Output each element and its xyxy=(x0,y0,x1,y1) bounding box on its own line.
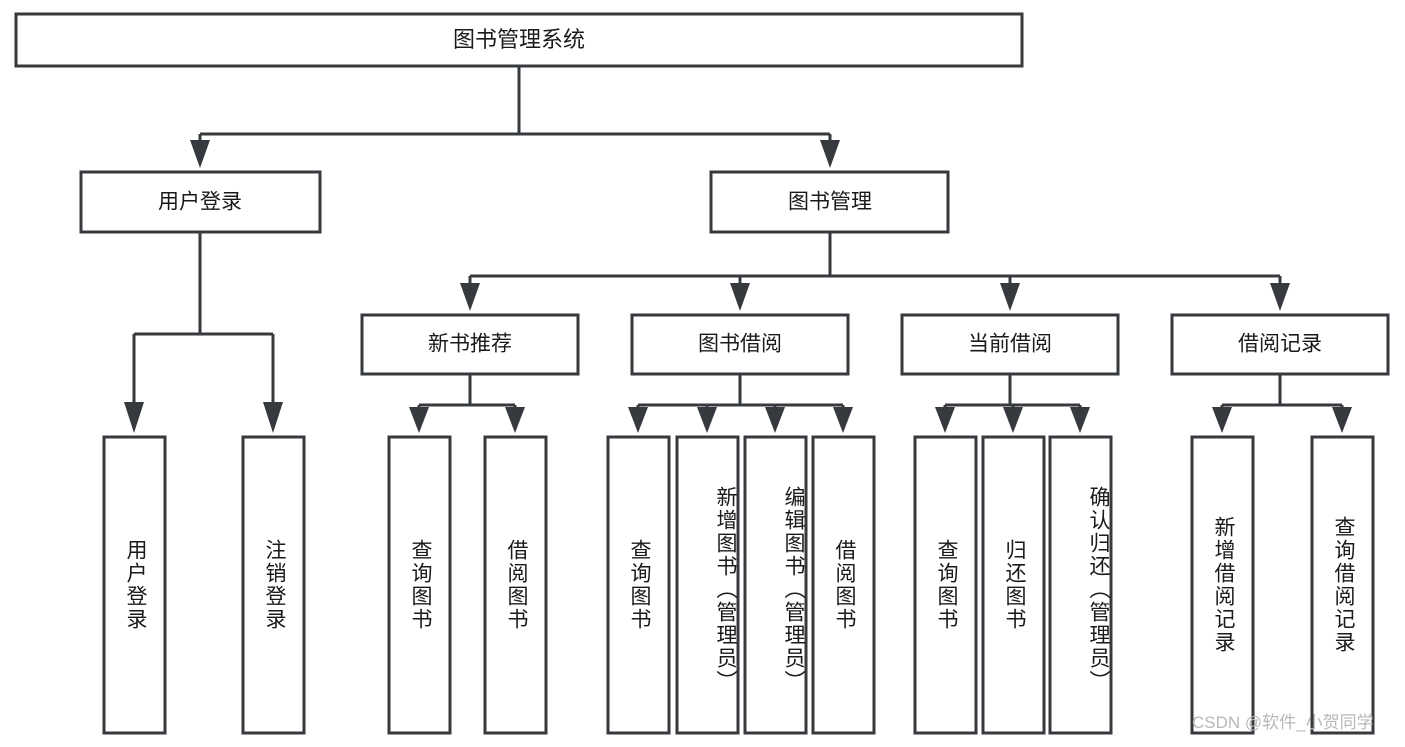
node-leaf-add-borrow-record-label: 新增借阅记录 xyxy=(1211,516,1235,654)
arrow-head-borrow-book xyxy=(833,407,853,433)
node-borrow-record-label: 借阅记录 xyxy=(1238,333,1322,356)
arrow-head-return-book xyxy=(1003,407,1023,433)
connector-user-login-to-leaves xyxy=(124,232,283,433)
arrow-head-edit-book-admin xyxy=(765,407,785,433)
node-leaf-return-book-label: 归还图书 xyxy=(1002,539,1026,631)
arrow-head-new-book-recommend xyxy=(460,283,480,311)
node-leaf-add-book-admin-box[interactable] xyxy=(675,435,740,735)
node-leaf-return-book-box[interactable] xyxy=(981,435,1046,735)
node-leaf-query-borrow-record-label: 查询借阅记录 xyxy=(1331,516,1355,654)
node-book-manage[interactable]: 图书管理 xyxy=(709,170,950,234)
arrow-head-query-book-borrow xyxy=(628,407,648,433)
arrow-head-query-book-rec xyxy=(409,407,429,433)
node-book-borrow-box[interactable] xyxy=(630,313,850,376)
node-leaf-user-login-box[interactable] xyxy=(102,435,167,735)
node-leaf-query-book-rec-box[interactable] xyxy=(387,435,452,735)
node-book-borrow-label: 图书借阅 xyxy=(698,333,782,356)
node-user-login-label: 用户登录 xyxy=(158,191,242,214)
connector-root-to-level2 xyxy=(190,66,840,168)
node-borrow-record-box[interactable] xyxy=(1170,313,1390,376)
arrow-head-query-book-cur xyxy=(935,407,955,433)
node-borrow-record[interactable]: 借阅记录 xyxy=(1170,313,1390,376)
arrow-head-leaf-logout xyxy=(263,402,283,433)
node-leaf-logout-label: 注销登录 xyxy=(262,539,286,631)
node-current-borrow-label: 当前借阅 xyxy=(968,333,1052,356)
arrow-head-borrow-record xyxy=(1270,283,1290,311)
connector-current-borrow-to-leaves xyxy=(935,374,1090,433)
node-leaf-confirm-return-admin-box[interactable] xyxy=(1048,435,1113,735)
connector-borrow-record-to-leaves xyxy=(1212,374,1352,433)
node-root[interactable]: 图书管理系统 xyxy=(14,12,1024,68)
arrow-head-confirm-return-admin xyxy=(1070,407,1090,433)
arrow-head-current-borrow xyxy=(1000,283,1020,311)
node-leaf-query-book-rec-label: 查询图书 xyxy=(408,539,432,631)
node-new-book-recommend[interactable]: 新书推荐 xyxy=(360,313,580,376)
node-leaf-query-book-borrow-box[interactable] xyxy=(606,435,671,735)
node-leaf-borrow-book-rec-box[interactable] xyxy=(483,435,548,735)
connector-new-book-recommend-to-leaves xyxy=(409,374,525,433)
node-leaf-borrow-book-rec-label: 借阅图书 xyxy=(504,539,528,631)
arrow-head-book-borrow xyxy=(730,283,750,311)
node-book-manage-label: 图书管理 xyxy=(788,191,872,214)
arrow-head-borrow-book-rec xyxy=(505,407,525,433)
node-leaf-query-book-borrow-label: 查询图书 xyxy=(627,539,651,631)
node-leaf-edit-book-admin-box[interactable] xyxy=(743,435,808,735)
csdn-watermark: CSDN @软件_小贺同学 xyxy=(1192,713,1374,732)
node-new-book-recommend-label: 新书推荐 xyxy=(428,333,512,356)
node-leaf-confirm-return-admin-label: 确认归还（管理员） xyxy=(1087,485,1110,693)
node-leaf-logout-box[interactable] xyxy=(241,435,306,735)
node-book-borrow[interactable]: 图书借阅 xyxy=(630,313,850,376)
arrow-head-book-manage xyxy=(820,140,840,168)
node-leaf-query-borrow-record-box[interactable] xyxy=(1310,435,1375,735)
node-current-borrow-box[interactable] xyxy=(900,313,1120,376)
node-current-borrow[interactable]: 当前借阅 xyxy=(900,313,1120,376)
arrow-head-add-book-admin xyxy=(697,407,717,433)
arrow-head-leaf-user-login xyxy=(124,402,144,433)
node-leaf-borrow-book-label: 借阅图书 xyxy=(832,539,856,631)
node-leaf-user-login-label: 用户登录 xyxy=(123,539,147,631)
arrow-head-user-login xyxy=(190,140,210,168)
node-root-box[interactable] xyxy=(14,12,1024,68)
arrow-head-add-borrow-record xyxy=(1212,407,1232,433)
node-leaf-edit-book-admin-label: 编辑图书（管理员） xyxy=(782,485,805,693)
node-leaf-query-book-cur-box[interactable] xyxy=(913,435,978,735)
node-book-manage-box[interactable] xyxy=(709,170,950,234)
node-leaf-query-book-cur-label: 查询图书 xyxy=(934,539,958,631)
connector-book-manage-to-level3 xyxy=(460,232,1290,311)
node-leaf-add-borrow-record-box[interactable] xyxy=(1190,435,1255,735)
node-user-login-box[interactable] xyxy=(79,170,322,234)
leaf-boxes xyxy=(102,435,1375,735)
node-root-label: 图书管理系统 xyxy=(453,27,585,52)
node-leaf-borrow-book-box[interactable] xyxy=(811,435,876,735)
node-leaf-add-book-admin-label: 新增图书（管理员） xyxy=(714,485,737,693)
connector-book-borrow-to-leaves xyxy=(628,374,853,433)
node-user-login[interactable]: 用户登录 xyxy=(79,170,322,234)
arrow-head-query-borrow-record xyxy=(1332,407,1352,433)
node-new-book-recommend-box[interactable] xyxy=(360,313,580,376)
